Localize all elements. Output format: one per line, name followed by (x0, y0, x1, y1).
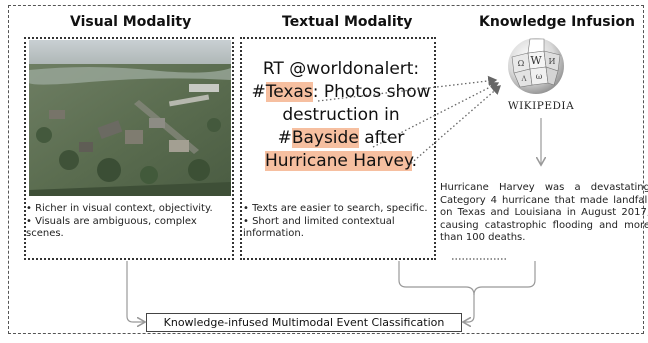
visual-note-1: • Richer in visual context, objectivity. (26, 203, 213, 214)
svg-text:И: И (549, 57, 556, 66)
hashtag-symbol: # (277, 128, 292, 148)
wikipedia-globe-icon: W Ω И ω Λ (504, 33, 568, 97)
knowledge-branch-line (473, 261, 536, 296)
textual-modality-box (240, 37, 436, 260)
visual-modality-title: Visual Modality (70, 14, 192, 30)
svg-text:ω: ω (536, 72, 543, 81)
tweet-line-4-rest: after (358, 128, 405, 148)
tweet-line-1: RT @worldonalert: (262, 59, 420, 79)
hurricane-aerial-photo (29, 40, 231, 196)
visual-note-3: scenes. (26, 228, 64, 239)
link-harvey-to-wikipedia (407, 85, 501, 167)
output-classification-box: Knowledge-infused Multimodal Event Class… (146, 313, 462, 332)
tweet-line-4: #Bayside after (245, 127, 437, 150)
wikipedia-wordmark: WIKIPEDIA (507, 100, 575, 112)
tweet-line-2-rest: : Photos show (312, 82, 431, 102)
svg-text:Ω: Ω (518, 59, 525, 68)
knowledge-text: Hurricane Harvey was a devastating Categ… (440, 182, 648, 244)
textual-modality-title: Textual Modality (282, 14, 413, 30)
tweet-line-2: #Texas: Photos show (245, 81, 437, 104)
knowledge-infusion-title: Knowledge Infusion (479, 14, 636, 30)
visual-modality-notes: • Richer in visual context, objectivity.… (26, 203, 232, 241)
tweet-line-5: Hurricane Harvey. (245, 150, 437, 173)
highlight-texas: Texas (265, 82, 313, 102)
tweet-text: RT @worldonalert: #Texas: Photos show de… (245, 58, 437, 173)
textual-note-1: • Texts are easier to search, specific. (243, 203, 428, 214)
link-texas-to-wikipedia (317, 75, 498, 102)
visual-note-2: • Visuals are ambiguous, complex (26, 215, 197, 227)
textual-note-2: • Short and limited contextual (243, 215, 395, 227)
svg-text:Λ: Λ (520, 75, 527, 83)
tweet-line-3: destruction in (282, 105, 400, 125)
highlight-bayside: Bayside (291, 128, 359, 148)
visual-to-output-arrow (126, 261, 144, 322)
textual-note-3: information. (243, 228, 304, 239)
highlight-hurricane-harvey: Hurricane Harvey (264, 151, 412, 171)
figure-frame (8, 5, 644, 334)
textual-modality-notes: • Texts are easier to search, specific. … (243, 203, 437, 241)
merge-to-output-arrow (464, 295, 475, 322)
text-branch-line (398, 261, 475, 296)
hashtag-symbol: # (251, 82, 266, 102)
link-bayside-to-wikipedia (372, 81, 500, 148)
svg-text:W: W (530, 54, 542, 67)
